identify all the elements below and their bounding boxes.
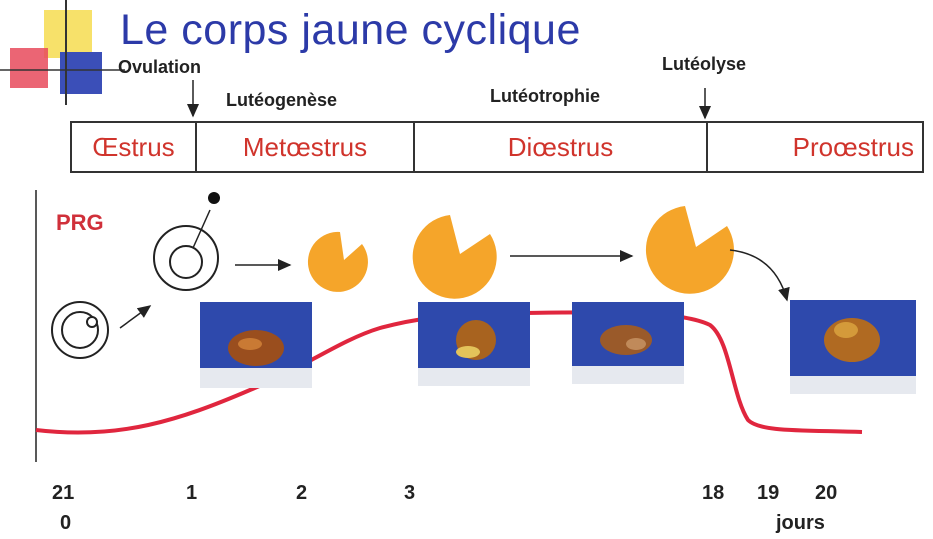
x-tick-20: 20 <box>815 482 837 505</box>
photo-corpus-4 <box>790 300 916 394</box>
ovulating-follicle-icon <box>154 192 220 290</box>
corpus-luteum-medium-icon <box>413 215 497 299</box>
corpus-luteum-small-icon <box>308 232 368 292</box>
follicle-icon <box>52 302 108 358</box>
x-axis-unit: jours <box>776 512 825 535</box>
x-tick-18: 18 <box>702 482 724 505</box>
prg-label: PRG <box>56 210 104 236</box>
x-tick-0: 0 <box>60 512 71 535</box>
photo-corpus-3 <box>572 302 684 384</box>
x-tick-2: 2 <box>296 482 307 505</box>
x-tick-19: 19 <box>757 482 779 505</box>
photo-corpus-1 <box>200 302 312 388</box>
corpus-luteum-large-icon <box>646 206 734 294</box>
x-tick-21: 21 <box>52 482 74 505</box>
arrow-follicle-to-ovulation <box>120 306 150 328</box>
x-tick-3: 3 <box>404 482 415 505</box>
arrow-large-to-regressing <box>730 250 787 300</box>
x-tick-1: 1 <box>186 482 197 505</box>
photo-corpus-2 <box>418 302 530 386</box>
